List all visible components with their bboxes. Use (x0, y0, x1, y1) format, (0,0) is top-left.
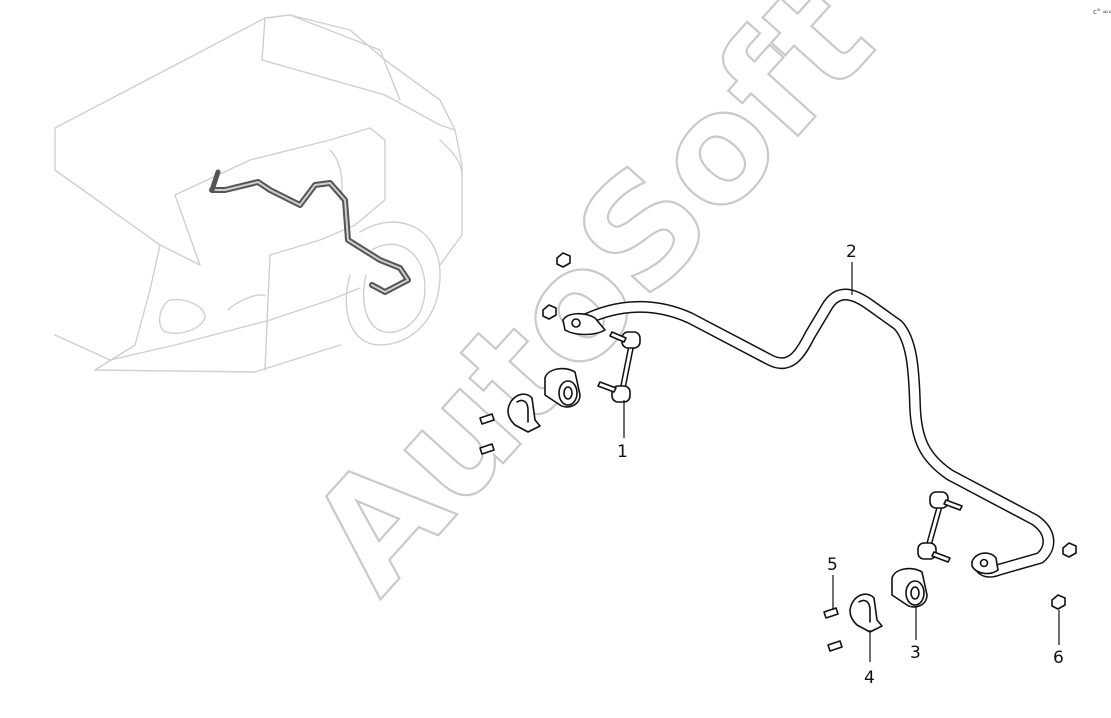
callout-2: 2 (846, 242, 857, 262)
corner-mark: c° ∞∞ (1093, 8, 1111, 16)
vehicle-stabilizer-bar (209, 169, 411, 295)
clamp-right (849, 593, 883, 633)
vehicle-outline (54, 14, 463, 373)
callout-1: 1 (617, 442, 628, 462)
callout-5: 5 (827, 555, 838, 575)
leader-lines (623, 262, 1060, 662)
stabilizer-bar (562, 288, 1055, 578)
bushing-left (544, 367, 581, 408)
bolts-right (823, 607, 843, 652)
stabilizer-link-right (917, 491, 963, 563)
clamp-left (507, 393, 541, 433)
stabilizer-link-left (597, 331, 641, 403)
callout-6: 6 (1053, 648, 1064, 668)
callout-3: 3 (910, 643, 921, 663)
bolts-left (479, 252, 571, 455)
nuts-right (1051, 542, 1077, 610)
callout-4: 4 (864, 668, 875, 688)
bushing-right (891, 567, 928, 608)
